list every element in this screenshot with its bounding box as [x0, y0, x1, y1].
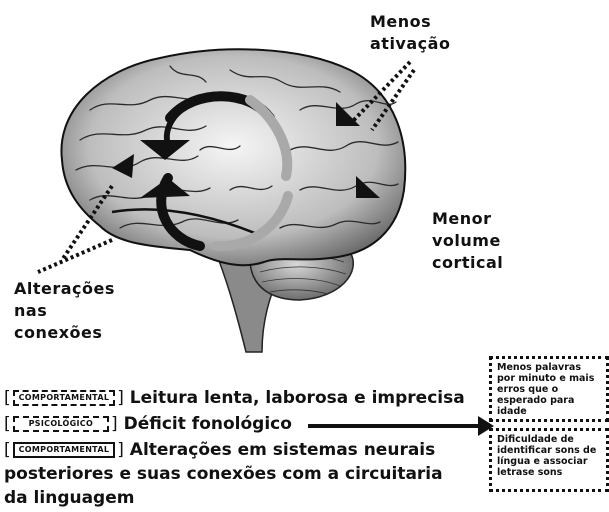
legend-item-3: [COMPORTAMENTAL] Alterações em sistemas …	[4, 438, 435, 462]
cerebrum	[61, 49, 405, 265]
tag-comportamental: COMPORTAMENTAL	[13, 390, 116, 406]
legend-item-1: [COMPORTAMENTAL] Leitura lenta, laborosa…	[4, 386, 465, 410]
info-box-top: Menos palavras por minuto e mais erros q…	[489, 356, 609, 422]
legend-item-3-continuation: da linguagem	[4, 486, 134, 510]
tag-comportamental: COMPORTAMENTAL	[13, 442, 116, 458]
tag-psicologico: PSICOLÓGICO	[13, 416, 109, 432]
label-menos-ativacao: Menos ativação	[370, 11, 450, 55]
label-alteracoes-conexoes: Alterações nas conexões	[14, 278, 115, 344]
label-menor-volume: Menor volume cortical	[432, 208, 503, 274]
info-box-bottom: Dificuldade de identificar sons de língu…	[489, 428, 609, 492]
legend-item-3-continuation: posteriores e suas conexões com a circui…	[4, 462, 443, 486]
legend-item-2: [PSICOLÓGICO] Déficit fonológico	[4, 412, 292, 436]
